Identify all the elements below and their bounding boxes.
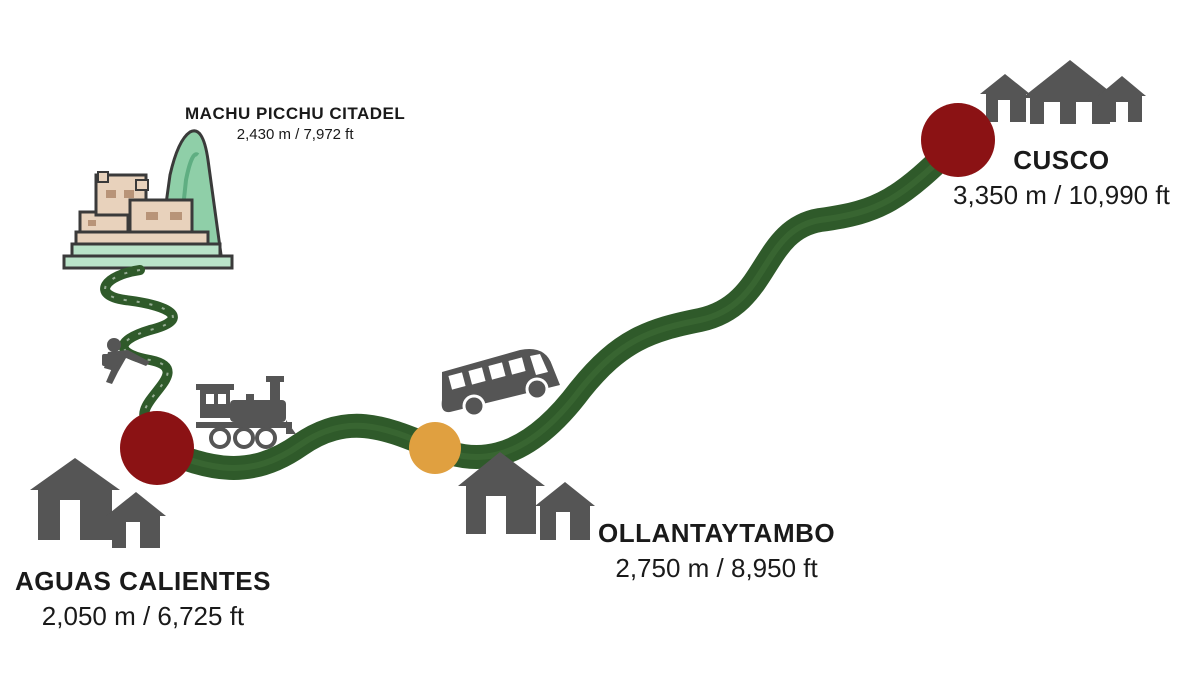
stop-name: OLLANTAYTAMBO [598,518,836,548]
stop-label-ollantaytambo: OLLANTAYTAMBO 2,750 m / 8,950 ft [598,518,835,584]
train-icon [196,376,296,449]
stop-name: AGUAS CALIENTES [15,566,271,596]
citadel-mountain-icon [62,129,234,270]
stop-label-machu-picchu: MACHU PICCHU CITADEL 2,430 m / 7,972 ft [185,104,405,143]
stop-label-aguas-calientes: AGUAS CALIENTES 2,050 m / 6,725 ft [15,566,271,632]
houses-icon [30,458,166,548]
hiker-icon [102,338,150,384]
stop-name: CUSCO [1013,145,1110,175]
stop-marker-cusco [921,103,995,177]
houses-icon [980,60,1146,124]
stop-marker-aguas-calientes [120,411,194,485]
main-route [146,128,972,480]
stop-elevation: 2,050 m / 6,725 ft [41,601,245,631]
stop-label-cusco: CUSCO 3,350 m / 10,990 ft [953,145,1170,211]
stop-elevation: 2,430 m / 7,972 ft [236,126,354,143]
stop-marker-ollantaytambo [409,422,461,474]
hiking-trail [100,265,178,450]
stop-elevation: 3,350 m / 10,990 ft [953,180,1170,210]
stop-name: MACHU PICCHU CITADEL [185,104,406,123]
houses-icon [458,452,595,540]
bus-icon [441,349,560,418]
stop-elevation: 2,750 m / 8,950 ft [615,553,818,583]
